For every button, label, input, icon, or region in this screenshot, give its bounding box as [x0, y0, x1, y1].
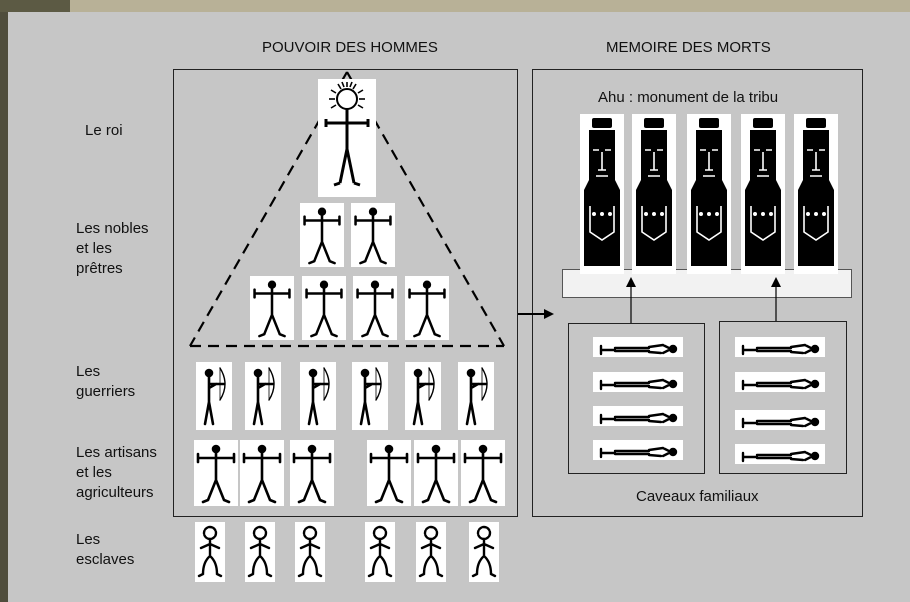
- figure-slave-5: [416, 522, 446, 582]
- buried-body-5: [735, 337, 825, 357]
- buried-body-7: [735, 410, 825, 430]
- header-pouvoir: POUVOIR DES HOMMES: [262, 39, 438, 56]
- figure-warrior-1: [196, 362, 232, 430]
- figure-slave-6: [469, 522, 499, 582]
- moai-statue-5: [794, 114, 838, 274]
- caveaux-label: Caveaux familiaux: [636, 488, 759, 505]
- header-memoire: MEMOIRE DES MORTS: [606, 39, 771, 56]
- moai-statue-2: [632, 114, 676, 274]
- figure-warrior-6: [458, 362, 494, 430]
- figure-noble-2: [351, 203, 395, 267]
- figure-priest-2: [302, 276, 346, 340]
- buried-body-8: [735, 444, 825, 464]
- label-guerriers: Les guerriers: [76, 363, 136, 400]
- left-frame-bar: [0, 12, 8, 602]
- figure-artisan-4: [367, 440, 411, 506]
- top-frame-accent: [0, 0, 70, 12]
- figure-priest-1: [250, 276, 294, 340]
- buried-body-6: [735, 372, 825, 392]
- figure-artisan-3: [290, 440, 334, 506]
- label-artisans: Les artisans et les agriculteurs: [76, 444, 157, 501]
- figure-warrior-4: [352, 362, 388, 430]
- figure-slave-3: [295, 522, 325, 582]
- moai-statue-3: [687, 114, 731, 274]
- figure-slave-4: [365, 522, 395, 582]
- figure-warrior-2: [245, 362, 281, 430]
- label-roi: Le roi: [85, 122, 123, 139]
- figure-artisan-5: [414, 440, 458, 506]
- buried-body-2: [593, 372, 683, 392]
- pouvoir-box: [173, 69, 518, 517]
- figure-warrior-5: [405, 362, 441, 430]
- moai-statue-1: [580, 114, 624, 274]
- moai-statue-4: [741, 114, 785, 274]
- figure-slave-1: [195, 522, 225, 582]
- figure-artisan-2: [240, 440, 284, 506]
- label-nobles: Les nobles et les prêtres: [76, 220, 149, 277]
- top-frame-bar: [0, 0, 910, 12]
- figure-artisan-6: [461, 440, 505, 506]
- figure-king: [318, 79, 376, 197]
- ahu-title: Ahu : monument de la tribu: [598, 89, 779, 106]
- figure-slave-2: [245, 522, 275, 582]
- figure-warrior-3: [300, 362, 336, 430]
- label-esclaves: Les esclaves: [76, 531, 135, 568]
- figure-priest-4: [405, 276, 449, 340]
- buried-body-4: [593, 440, 683, 460]
- caveau-left-box: [568, 323, 705, 474]
- figure-priest-3: [353, 276, 397, 340]
- buried-body-1: [593, 337, 683, 357]
- figure-artisan-1: [194, 440, 238, 506]
- buried-body-3: [593, 406, 683, 426]
- memoire-box: [532, 69, 863, 517]
- caveau-right-box: [719, 321, 847, 474]
- figure-noble-1: [300, 203, 344, 267]
